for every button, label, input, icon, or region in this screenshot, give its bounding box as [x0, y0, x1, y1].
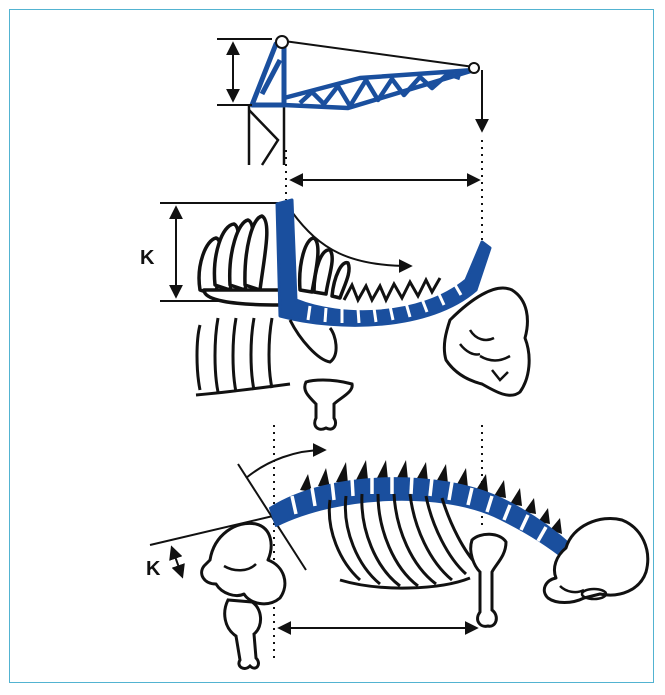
rotation-arrow: [246, 450, 324, 478]
crane-pulley-top: [276, 36, 288, 48]
crane-tower: [252, 44, 284, 105]
k-back-label: K: [146, 558, 161, 580]
crane-mast: [249, 105, 284, 165]
dorsal-spines: [199, 216, 349, 305]
neck-skeleton: K: [140, 200, 529, 429]
crane-illustration: [217, 36, 482, 180]
back-spine-blue: [270, 476, 572, 560]
quadruped-skeleton: K: [146, 450, 648, 668]
pelvis: [202, 523, 285, 603]
crane-cable: [284, 41, 474, 67]
neck-leg-bone: [305, 380, 352, 429]
neck-vertebrae-outline: [344, 278, 440, 300]
hind-leg: [225, 600, 261, 668]
crane-pulley-tip: [469, 63, 479, 73]
k-back-arrow: [172, 548, 182, 576]
back-ribs: [329, 494, 478, 588]
k-neck-label: K: [140, 247, 155, 269]
crane-jib: [284, 70, 474, 108]
front-leg: [471, 534, 506, 626]
